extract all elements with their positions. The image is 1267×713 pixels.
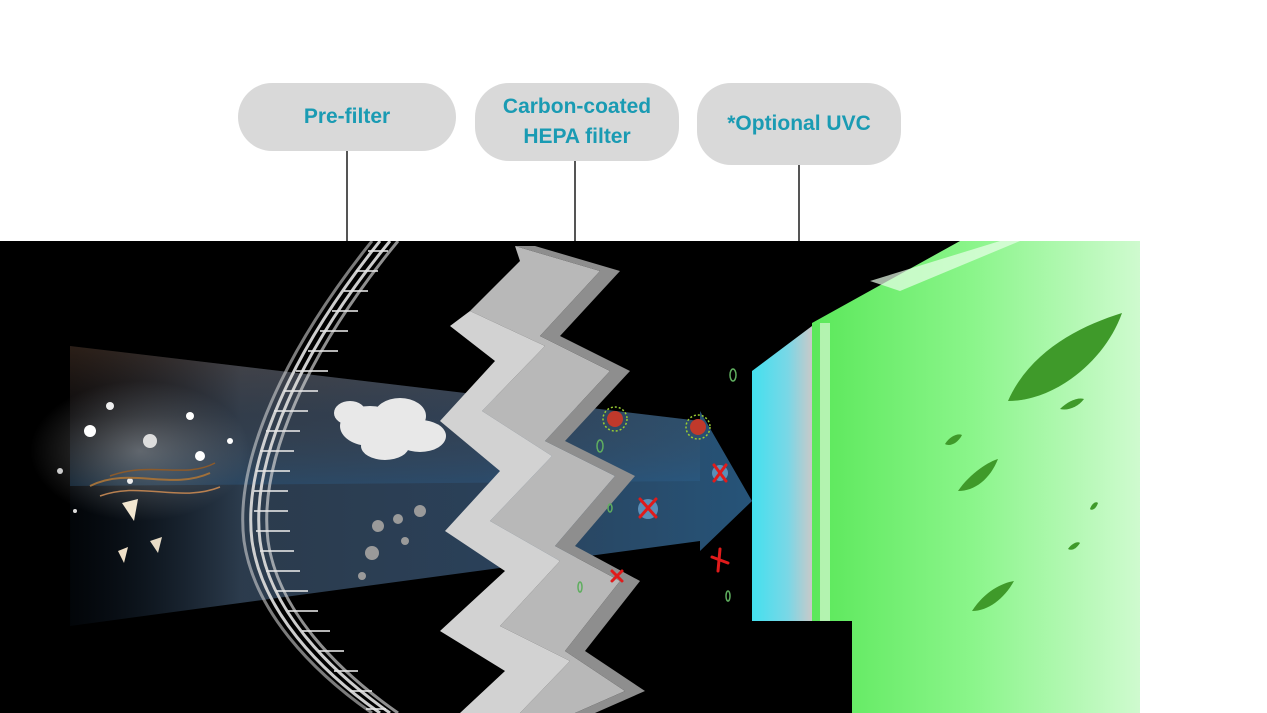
filtration-illustration [0,241,1267,713]
pre-filter-mesh [241,241,400,713]
label-hepa-filter: Carbon-coated HEPA filter [475,83,679,161]
label-optional-uvc: *Optional UVC [697,83,901,165]
hepa-filter [440,246,645,713]
pre-filter-slats [254,250,388,710]
dust-particles-icon [30,381,250,563]
label-pre-filter-text: Pre-filter [303,105,391,129]
label-hepa-filter-line2: HEPA filter [523,125,631,148]
label-pre-filter: Pre-filter [238,83,456,151]
clean-air-zone [812,241,1267,713]
fine-particles-icon [358,505,426,580]
leader-line-hepa-filter [574,161,576,241]
x-mark-icon [610,463,730,583]
smoke-cloud-icon [334,398,446,460]
leader-line-pre-filter [346,151,348,247]
leaf-icon [945,313,1122,611]
shadow-block [752,621,852,713]
label-optional-uvc-text: *Optional UVC [727,112,871,136]
label-hepa-filter-line1: Carbon-coated [502,94,652,118]
bacteria-particles-icon [577,368,737,602]
